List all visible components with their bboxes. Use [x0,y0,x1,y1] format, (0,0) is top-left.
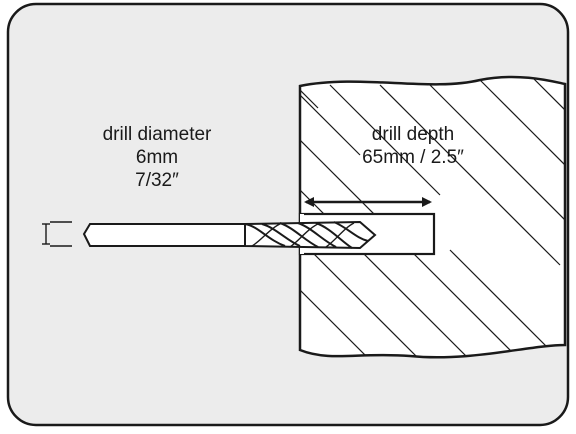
wood-hatching [300,76,565,358]
depth-value: 65mm / 2.5″ [362,147,464,168]
diameter-inches: 7/32″ [135,170,179,191]
diameter-mm: 6mm [136,147,178,168]
diameter-indicator [42,221,72,247]
drill-shank [82,223,253,247]
diameter-title: drill diameter [103,124,212,145]
depth-title: drill depth [372,124,454,145]
wood-block [298,75,567,359]
drill-bit [82,220,377,250]
